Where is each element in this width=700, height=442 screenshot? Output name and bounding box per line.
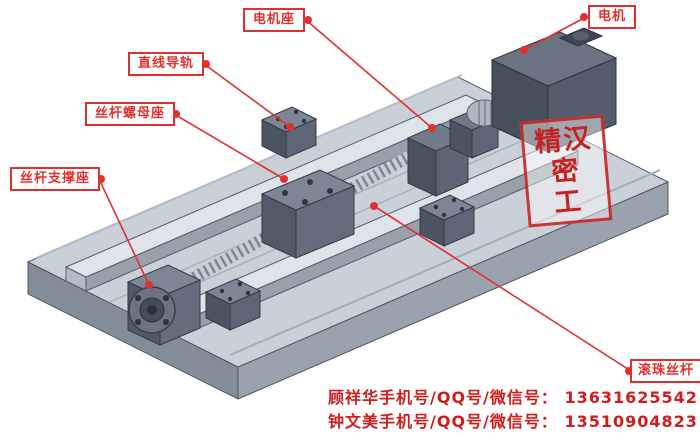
label-linear-guide: 直线导轨 <box>128 52 205 77</box>
coupling-bearing <box>448 99 502 159</box>
label-ball-screw: 滚珠丝杆 <box>630 359 700 384</box>
label-motor-mount: 电机座 <box>243 8 306 33</box>
guide-carriage-near-left <box>204 278 262 331</box>
label-screw-nut-seat: 丝杆螺母座 <box>85 102 176 127</box>
motor-part <box>490 27 618 153</box>
company-seal: 精汉 密 工 <box>519 114 613 228</box>
screw-nut-seat-part <box>260 169 356 259</box>
contact-line-1: 顾祥华手机号/QQ号/微信号： 13631625542 <box>328 388 698 407</box>
contact-line-2: 钟文美手机号/QQ号/微信号： 13510904823 <box>328 412 698 431</box>
label-motor: 电机 <box>588 5 637 30</box>
screw-support-seat-part <box>126 264 202 346</box>
label-screw-support-seat: 丝杆支撑座 <box>10 167 101 192</box>
leader-lines <box>97 13 633 375</box>
seal-line: 工 <box>552 185 585 219</box>
guide-carriage-near-right <box>418 194 476 247</box>
